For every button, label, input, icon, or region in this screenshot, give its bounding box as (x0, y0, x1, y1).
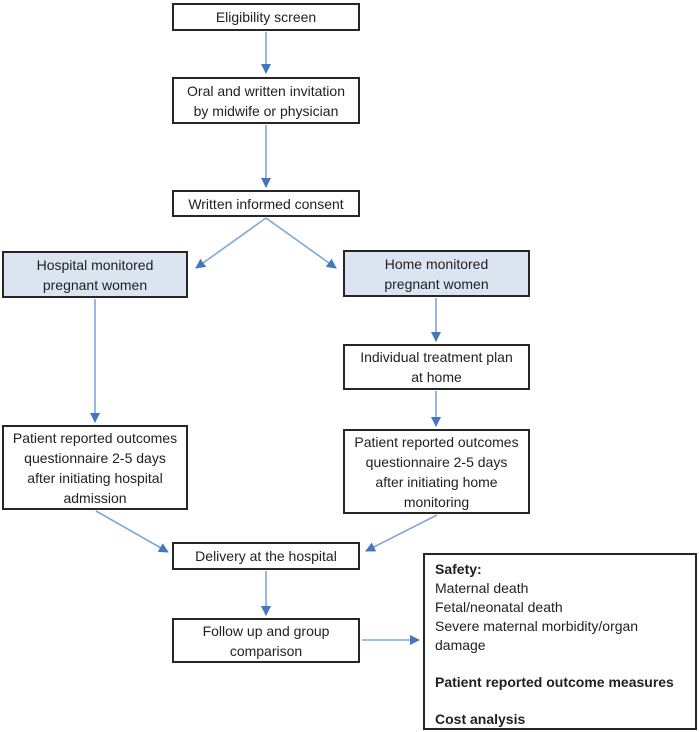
hospital-monitored-arm-box: Hospital monitored pregnant women (2, 251, 188, 298)
delivery-box: Delivery at the hospital (172, 542, 360, 570)
followup-comparison-box: Follow up and group comparison (172, 618, 360, 663)
safety-items: Maternal death Fetal/neonatal death Seve… (435, 580, 639, 653)
patient-reported-outcome-measures-label: Patient reported outcome measures (435, 674, 674, 690)
individual-treatment-plan-box: Individual treatment plan at home (343, 344, 530, 390)
outcomes-box: Safety: Maternal death Fetal/neonatal de… (423, 553, 697, 730)
eligibility-screen-box: Eligibility screen (172, 3, 360, 31)
invitation-box: Oral and written invitation by midwife o… (172, 77, 360, 124)
arrow-pro-home-to-delivery (365, 514, 438, 552)
pro-questionnaire-hospital-box: Patient reported outcomes questionnaire … (2, 425, 188, 510)
informed-consent-box: Written informed consent (172, 190, 360, 217)
safety-title: Safety: (435, 561, 482, 577)
pro-questionnaire-home-box: Patient reported outcomes questionnaire … (343, 429, 530, 514)
arrow-consent-to-hospital-arm (195, 217, 267, 269)
cost-analysis-label: Cost analysis (435, 711, 526, 727)
arrow-consent-to-home-arm (265, 217, 337, 269)
home-monitored-arm-box: Home monitored pregnant women (343, 250, 530, 297)
arrow-pro-hospital-to-delivery (95, 510, 169, 553)
